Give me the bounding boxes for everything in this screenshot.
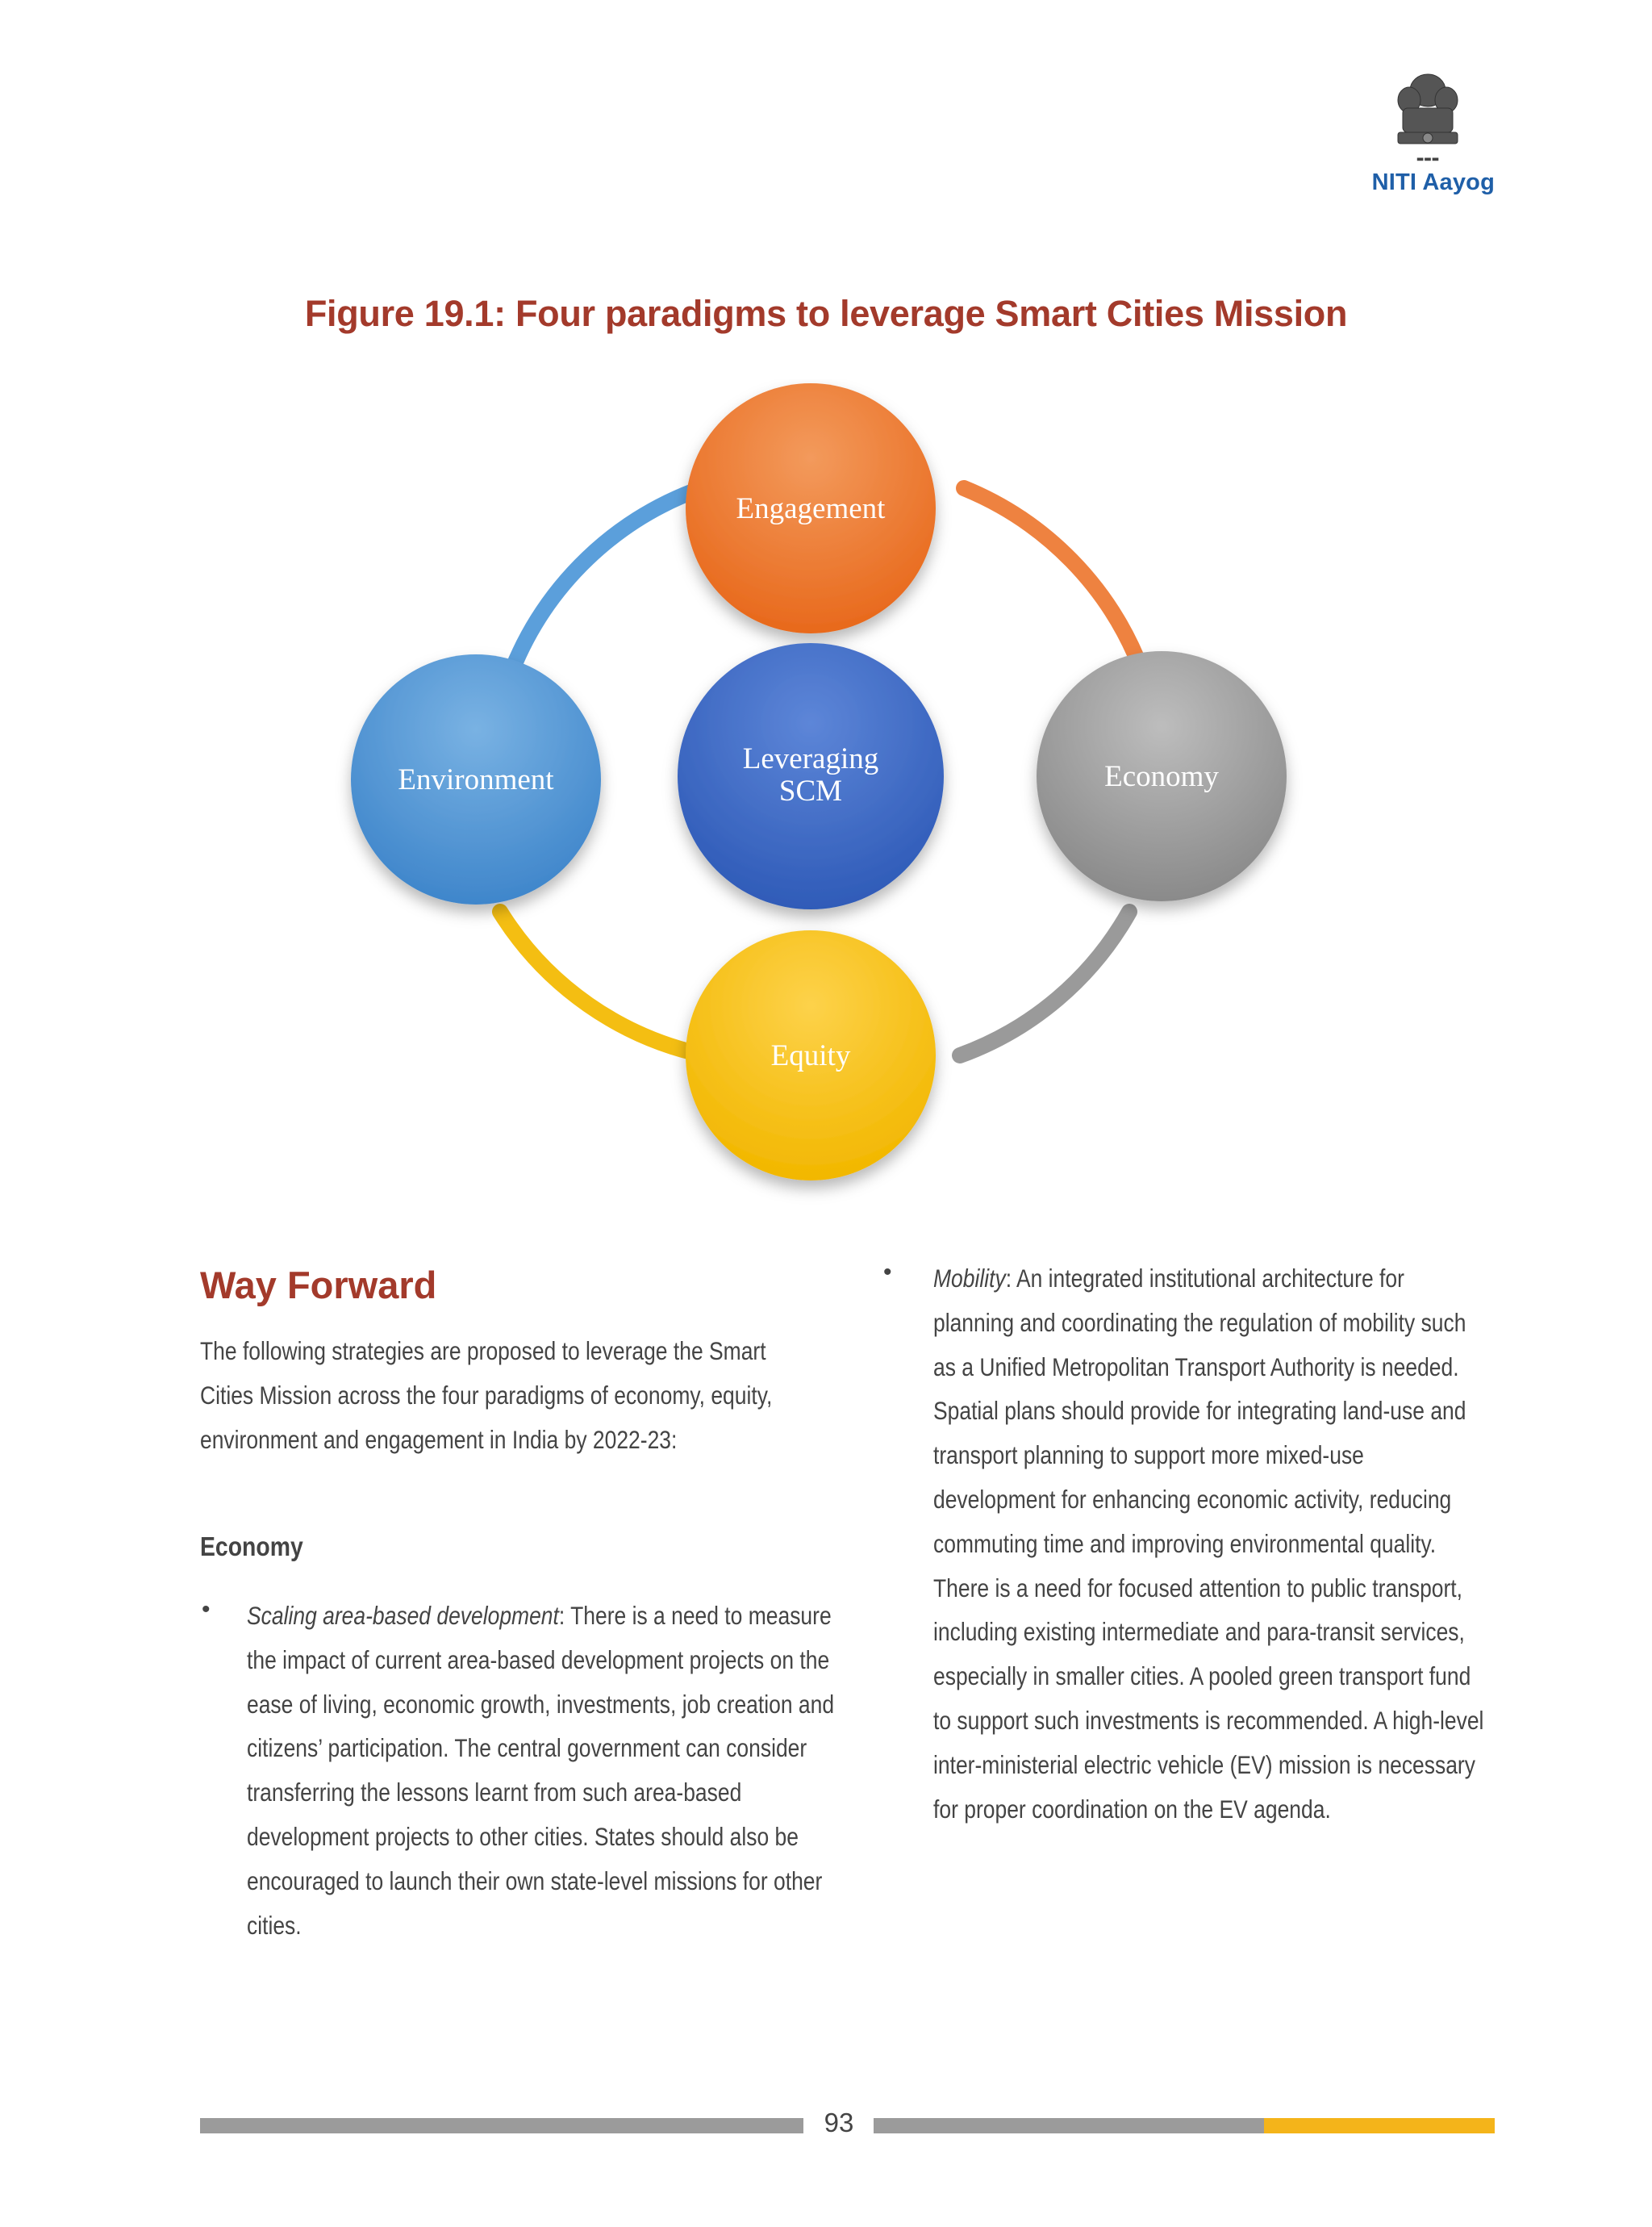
arc-engagement-economy (956, 480, 1149, 678)
intro-paragraph: The following strategies are proposed to… (200, 1336, 773, 1454)
section-heading: Way Forward (200, 1264, 437, 1306)
svg-text:SCM: SCM (779, 775, 842, 808)
bullet-marker: • (883, 1259, 892, 1285)
svg-text:Economy: Economy (1104, 760, 1219, 793)
node-center: Leveraging SCM (678, 643, 944, 909)
svg-text:Environment: Environment (398, 763, 554, 796)
org-name: NITI Aayog (1371, 169, 1495, 195)
footer-bar-accent (1264, 2118, 1495, 2133)
node-economy: Economy (1037, 651, 1287, 901)
bullet-text: : An integrated institutional architectu… (933, 1264, 1484, 1824)
figure-title: Figure 19.1: Four paradigms to leverage … (304, 293, 1348, 334)
economy-heading: Economy (200, 1531, 303, 1561)
national-emblem-icon: ▬▬▬ (1383, 66, 1472, 171)
bullet-term: Scaling area-based development (247, 1601, 559, 1630)
bullet-mobility: Mobility: An integrated institutional ar… (933, 1256, 1489, 1831)
footer-bar-left (200, 2118, 803, 2133)
arc-economy-equity (952, 904, 1137, 1063)
arc-environment-engagement (504, 480, 710, 678)
bullet-term: Mobility (933, 1264, 1006, 1293)
arc-equity-environment (492, 904, 714, 1063)
paradigms-diagram: Engagement Economy Equity Environment Le… (323, 379, 1355, 1218)
bullet-scaling-development: Scaling area-based development: There is… (247, 1594, 843, 1947)
node-environment: Environment (351, 654, 601, 905)
node-equity: Equity (686, 930, 936, 1180)
footer-bar-right (874, 2118, 1264, 2133)
svg-text:▬▬▬: ▬▬▬ (1416, 155, 1439, 164)
svg-text:Equity: Equity (771, 1039, 851, 1072)
svg-text:Leveraging: Leveraging (743, 742, 878, 775)
page-number: 93 (824, 2108, 854, 2137)
node-engagement: Engagement (686, 383, 936, 633)
bullet-text: : There is a need to measure the impact … (247, 1601, 835, 1940)
svg-text:Engagement: Engagement (736, 492, 886, 525)
bullet-marker: • (202, 1596, 211, 1623)
diagram-svg: Engagement Economy Equity Environment Le… (351, 383, 1287, 1180)
